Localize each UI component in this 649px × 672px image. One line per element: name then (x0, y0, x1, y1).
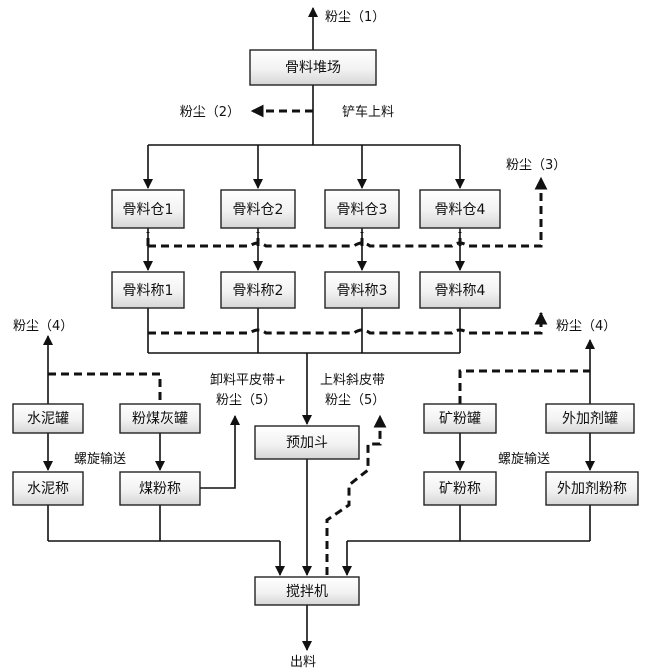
yard-box[interactable]: 骨料堆场 (249, 49, 377, 86)
bin4-label: 骨料仓4 (435, 202, 486, 218)
slag-scale-label: 矿粉称 (439, 481, 481, 497)
scale2-box[interactable]: 骨料称2 (220, 271, 296, 309)
solid-flow-lines (43, 7, 595, 651)
incline-belt-label: 上料斜皮带 (320, 373, 385, 388)
dust5-right-label: 粉尘（5） (325, 393, 385, 408)
cement-scale-box[interactable]: 水泥称 (12, 471, 84, 506)
dust5-left-label: 粉尘（5） (216, 393, 276, 408)
labels: 粉尘（1） 粉尘（2） 铲车上料 粉尘（3） 粉尘（4） 粉尘（4） 卸料平皮带… (13, 10, 616, 670)
flyash-scale-box[interactable]: 煤粉称 (119, 471, 201, 506)
bin1-box[interactable]: 骨料仓1 (111, 189, 185, 229)
mixer-box[interactable]: 搅拌机 (254, 576, 360, 606)
loader-label: 铲车上料 (342, 104, 394, 120)
dust3-label: 粉尘（3） (506, 158, 566, 173)
flyash-scale-label: 煤粉称 (139, 481, 181, 497)
mixer-dust5-line (325, 414, 387, 575)
flyash-dust5-arrow (200, 415, 240, 489)
slag-tank-label: 矿粉罐 (439, 411, 481, 427)
scale1-box[interactable]: 骨料称1 (111, 271, 185, 309)
dust4-left-label: 粉尘（4） (13, 319, 73, 334)
cement-tank-box[interactable]: 水泥罐 (12, 403, 84, 434)
bin2-box[interactable]: 骨料仓2 (220, 189, 296, 229)
flat-belt-label: 卸料平皮带+ (210, 372, 286, 388)
slag-admix-dust-line (458, 369, 590, 404)
bin3-label: 骨料仓3 (337, 202, 388, 218)
flyash-tank-label: 粉煤灰罐 (132, 411, 188, 427)
flyash-tank-box[interactable]: 粉煤灰罐 (119, 403, 201, 434)
bin1-label: 骨料仓1 (123, 202, 174, 218)
scale3-box[interactable]: 骨料称3 (324, 271, 400, 309)
screw-left-label: 螺旋输送 (74, 451, 126, 467)
cement-flyash-dust-line (48, 372, 162, 404)
admix-scale-label: 外加剂粉称 (557, 481, 627, 497)
scale4-box[interactable]: 骨料称4 (419, 271, 501, 309)
mixer-label: 搅拌机 (286, 584, 328, 600)
bin3-box[interactable]: 骨料仓3 (324, 189, 400, 229)
scale-dust3-line (148, 311, 548, 335)
slag-tank-box[interactable]: 矿粉罐 (423, 403, 497, 434)
bin4-box[interactable]: 骨料仓4 (419, 189, 501, 229)
dashed-dust-lines (48, 104, 590, 575)
slag-scale-box[interactable]: 矿粉称 (423, 471, 497, 506)
cement-scale-label: 水泥称 (27, 481, 69, 497)
dust4-right-label: 粉尘（4） (556, 319, 616, 334)
screw-right-label: 螺旋输送 (498, 451, 550, 467)
prehopper-box[interactable]: 预加斗 (254, 425, 360, 460)
scale3-label: 骨料称3 (337, 283, 388, 299)
admix-tank-label: 外加剂罐 (562, 411, 618, 427)
dust1-label: 粉尘（1） (325, 10, 385, 25)
admix-scale-box[interactable]: 外加剂粉称 (545, 471, 639, 506)
output-label: 出料 (290, 655, 316, 670)
admix-tank-box[interactable]: 外加剂罐 (545, 403, 635, 434)
scale4-label: 骨料称4 (435, 283, 486, 299)
yard-label: 骨料堆场 (285, 60, 341, 76)
prehopper-label: 预加斗 (286, 435, 328, 451)
bin2-label: 骨料仓2 (233, 202, 284, 218)
scale2-label: 骨料称2 (233, 283, 284, 299)
dust2-label: 粉尘（2） (180, 105, 240, 120)
cement-tank-label: 水泥罐 (27, 411, 69, 427)
scale1-label: 骨料称1 (123, 283, 174, 299)
